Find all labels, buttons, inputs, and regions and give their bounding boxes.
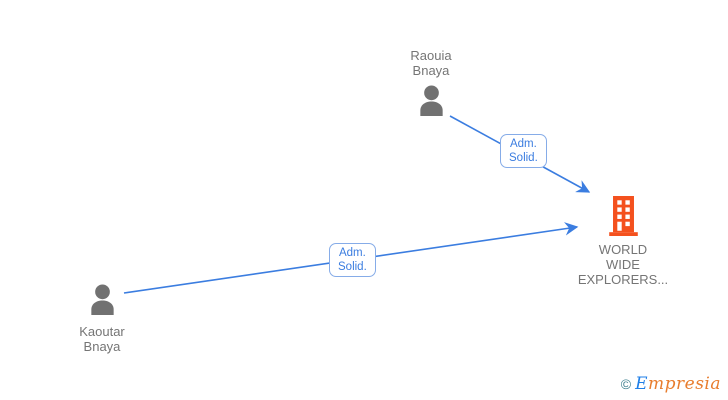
edge-label-kaoutar-company[interactable]: Adm. Solid. <box>329 243 376 277</box>
building-base <box>608 232 638 236</box>
person-head <box>423 85 439 101</box>
brand-text: Empresia <box>635 374 721 394</box>
node-label-line: WIDE <box>606 257 640 272</box>
node-label: Kaoutar Bnaya <box>79 324 125 354</box>
copyright-icon: © <box>620 376 632 392</box>
person-body <box>419 101 443 116</box>
person-body <box>90 300 114 315</box>
person-icon <box>419 85 443 116</box>
building-icon <box>608 196 638 236</box>
node-label-line: EXPLORERS... <box>577 272 669 287</box>
edge-label-line: Adm. <box>509 138 537 150</box>
node-label-line: Raouia <box>410 48 452 63</box>
node-label-line: Bnaya <box>83 339 121 354</box>
person-head <box>94 284 110 300</box>
node-company-world-wide-explorers[interactable]: WORLD WIDE EXPLORERS... <box>548 196 698 287</box>
building-windows <box>616 200 630 231</box>
node-person-kaoutar-bnaya[interactable]: Kaoutar Bnaya <box>42 284 162 354</box>
edge-label-line: Solid. <box>509 152 538 164</box>
brand-rest: mpresia <box>648 374 721 394</box>
building-body <box>612 196 634 233</box>
edge-label-line: Adm. <box>338 247 366 259</box>
node-label-line: WORLD <box>598 242 648 257</box>
node-label-line: Kaoutar <box>79 324 125 339</box>
node-label: WORLD WIDE EXPLORERS... <box>578 242 668 287</box>
node-label-line: Bnaya <box>412 63 450 78</box>
empresia-watermark: © Empresia <box>621 374 721 394</box>
edge-label-line: Solid. <box>338 261 367 273</box>
brand-initial: E <box>635 374 648 394</box>
node-person-raouia-bnaya[interactable]: Raouia Bnaya <box>371 48 491 116</box>
person-icon <box>90 284 114 315</box>
edge-label-raouia-company[interactable]: Adm. Solid. <box>500 134 547 168</box>
node-label: Raouia Bnaya <box>410 48 451 78</box>
